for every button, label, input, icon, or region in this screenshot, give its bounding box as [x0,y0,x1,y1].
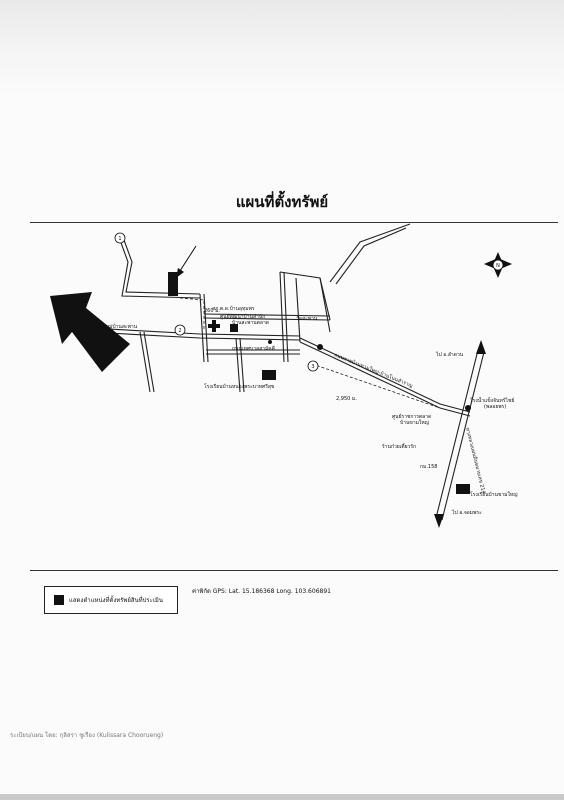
label-clinic2: บ้านสะพานตลาด [232,319,269,326]
point-3-label: 3 [311,364,314,370]
village-marker-icon [268,340,272,344]
school1-building-icon [262,370,276,380]
road-main-west [89,327,301,337]
label-temple1: วัดสะพาน [296,316,318,322]
label-dist-260: 260 ม. [204,308,220,314]
road-grid-3 [279,271,285,363]
label-temple2: ร้านก๋วยเตี๋ยวรัก [382,442,416,450]
school2-building-icon [456,484,470,494]
label-north-to: ไป อ.ลำดวน [435,351,464,358]
road-south-spur-2b [239,337,245,393]
highway-b [441,351,485,521]
road-grid-1 [199,293,205,363]
north-letter: N [496,263,500,269]
property-marker [168,272,178,296]
office-building-icon [230,324,238,332]
label-office: สภ.ต.ด.บ้านอุทุมพร [212,305,255,312]
legend-swatch [54,595,64,605]
road-east [299,337,471,413]
north-arrow-icon: N [484,252,512,278]
label-km: กม.158 [420,464,437,470]
road-grid-11 [319,277,331,333]
map-bottom-rule [30,570,558,571]
gps-prefix: ค่าพิกัด GPS: [192,588,227,595]
point-2: 2 [174,324,186,336]
property-pointer-head [176,268,184,278]
label-road1: ถนนหมู่บ้านสะพาน [96,323,138,330]
label-dist-2950: 2,950 ม. [336,396,357,402]
label-road3: ถนนสายบ้านขามใหญ่-บ้านโนนสำราญ [333,351,413,389]
scan-bottom-edge [0,794,564,800]
road-grid-2 [203,293,209,363]
footer-note: ระเบียบ/แผน โดย: กุลิสรา ชูเรือง (Kuliss… [10,732,164,739]
point-2-label: 2 [178,328,181,334]
location-map: 1 2 3 N 260 ม. สภ.ต.ด.บ้านอุทุมพร ศูนย์พ… [50,223,517,528]
label-fuel: โรงน้ำแข็งจันทร์ไชย์ [470,395,514,404]
label-south-to: ไป อ.จอมพระ [451,509,482,516]
highway-arrow-south [434,514,444,528]
road-south-spur [139,331,151,393]
road-network [89,223,485,521]
label-clinic: ศูนย์พัฒนาบ้านสำนัก [220,313,265,320]
road-main-west-b [89,331,301,341]
road-northeast-b [335,227,407,285]
road-grid-4 [283,271,289,363]
label-center: ศูนย์ราชการตลาด [392,413,431,420]
road-grid-7 [203,317,331,321]
point-1-label: 1 [118,236,121,242]
point3-marker-icon [317,344,323,350]
title-rule [30,222,558,223]
road-south-spur-2 [235,337,241,393]
legend-box: แสดงตำแหน่งที่ตั้งทรัพย์สินที่ประเมิน [44,586,178,614]
scan-shadow [0,0,564,96]
legend-label: แสดงตำแหน่งที่ตั้งทรัพย์สินที่ประเมิน [69,597,163,604]
road-northeast [329,223,411,283]
road-south-spur-b [143,331,155,393]
large-direction-arrow [50,292,130,372]
label-road2: ถนนเทศบาลสามัคคี [232,345,275,352]
point-3: 3 [307,360,319,372]
road-north-branch [119,239,201,299]
label-school1: โรงเรียนบ้านหนองพระบาทศรีสุข [204,383,274,390]
road-north-branch-b [123,239,201,295]
gps-lat: Lat. 15.186368 [228,588,275,595]
road-grid-5 [295,277,301,343]
junction-marker-icon [465,405,471,411]
point-1: 1 [114,232,126,244]
label-school2: โรงเรียนบ้านขามใหญ่ [470,491,517,498]
road-east-b [299,341,471,417]
label-fuel-sub: (พลอยพร) [484,404,506,410]
gps-coordinates: ค่าพิกัด GPS: Lat. 15.186368 Long. 103.6… [192,586,331,596]
gps-long: Long. 103.606891 [276,588,331,595]
map-title: แผนที่ตั้งทรัพย์ [235,193,329,211]
hospital-cross-icon [208,320,220,332]
label-center-sub: บ้านขามใหญ่ [400,419,429,426]
road-grid-10 [279,271,331,321]
highway [435,349,479,519]
property-pointer [177,245,197,275]
highway-arrow-north [476,340,486,354]
road-grid-6 [203,313,331,317]
